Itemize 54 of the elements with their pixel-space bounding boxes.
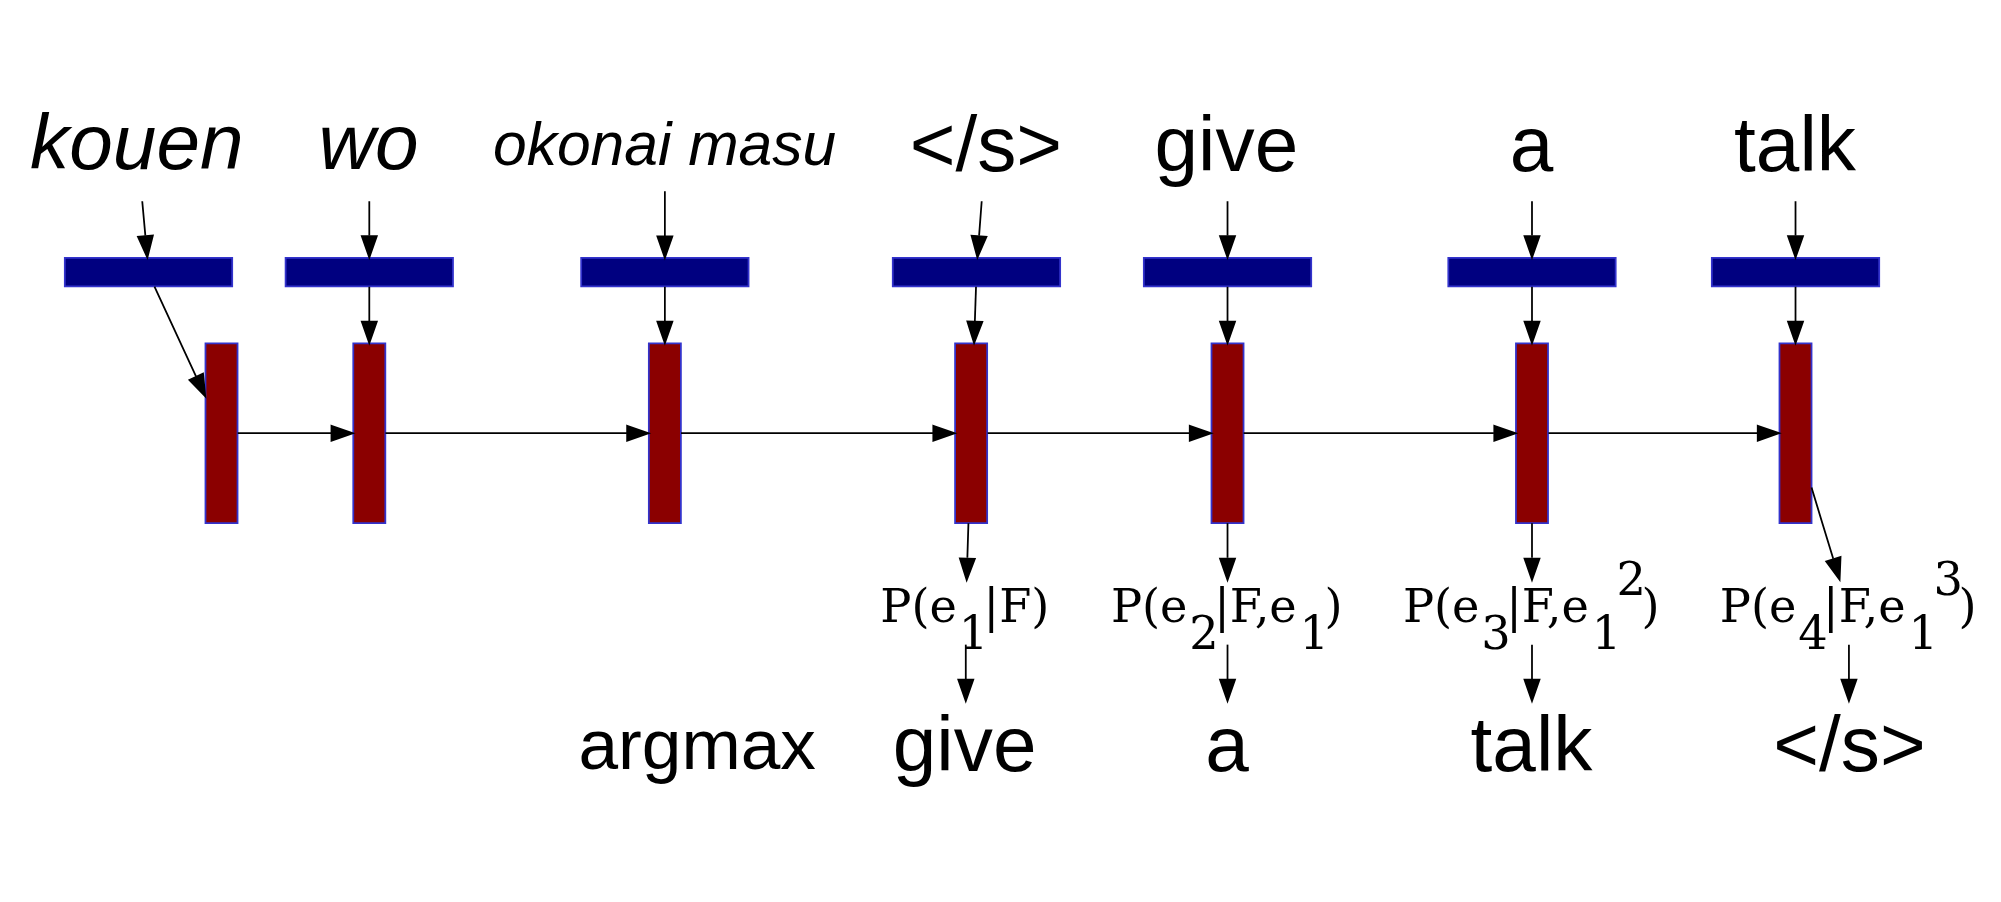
- arrow: [958, 522, 977, 583]
- arrow: [957, 643, 975, 704]
- arrow: [360, 200, 379, 261]
- node-bar: [1778, 342, 1813, 524]
- node-bar: [352, 342, 387, 524]
- arrow: [656, 285, 674, 346]
- node-text: talk: [1470, 699, 1593, 788]
- arrow: [1840, 643, 1858, 704]
- node-text: okonai masu: [493, 109, 837, 178]
- arrow: [1786, 285, 1805, 346]
- arrow: [1523, 643, 1541, 704]
- arrow: [136, 200, 154, 261]
- arrow: [656, 190, 674, 261]
- node-bar: [63, 256, 234, 288]
- node-text: give: [1154, 99, 1299, 188]
- arrow: [1810, 486, 1842, 583]
- arrow: [384, 424, 652, 442]
- arrow: [1523, 285, 1541, 346]
- arrow: [1218, 200, 1237, 261]
- node-bar: [204, 342, 239, 524]
- node-text: a: [1509, 99, 1554, 188]
- label: argmax: [578, 704, 816, 784]
- node-bar: [1210, 342, 1245, 524]
- arrow: [1218, 643, 1237, 704]
- node-text: give: [892, 699, 1037, 788]
- node-bar: [891, 256, 1062, 288]
- arrow: [1786, 200, 1805, 261]
- arrow: [1523, 200, 1541, 261]
- node-bar: [954, 342, 989, 524]
- arrow: [1547, 424, 1782, 442]
- node-bar: [580, 256, 750, 288]
- node-text: kouen: [30, 98, 244, 187]
- node-text: a: [1205, 699, 1249, 788]
- arrow: [360, 285, 379, 346]
- node-bar: [1515, 342, 1549, 524]
- arrow: [1218, 522, 1237, 583]
- node-text: talk: [1734, 99, 1856, 188]
- arrow: [236, 424, 356, 442]
- node-text: </s>: [909, 99, 1063, 188]
- node-text: wo: [318, 98, 419, 187]
- arrow: [986, 424, 1214, 442]
- arrow: [970, 200, 988, 261]
- node-bar: [647, 342, 682, 524]
- arrow: [1242, 424, 1519, 442]
- arrow: [153, 285, 207, 399]
- node-text: </s>: [1773, 699, 1926, 788]
- arrow: [680, 424, 958, 442]
- arrow: [1218, 285, 1237, 346]
- node-bar: [1142, 256, 1313, 288]
- arrow: [966, 285, 984, 346]
- node-bar: [1447, 256, 1617, 288]
- node-bar: [284, 256, 454, 288]
- arrow: [1523, 522, 1541, 583]
- node-bar: [1710, 256, 1881, 288]
